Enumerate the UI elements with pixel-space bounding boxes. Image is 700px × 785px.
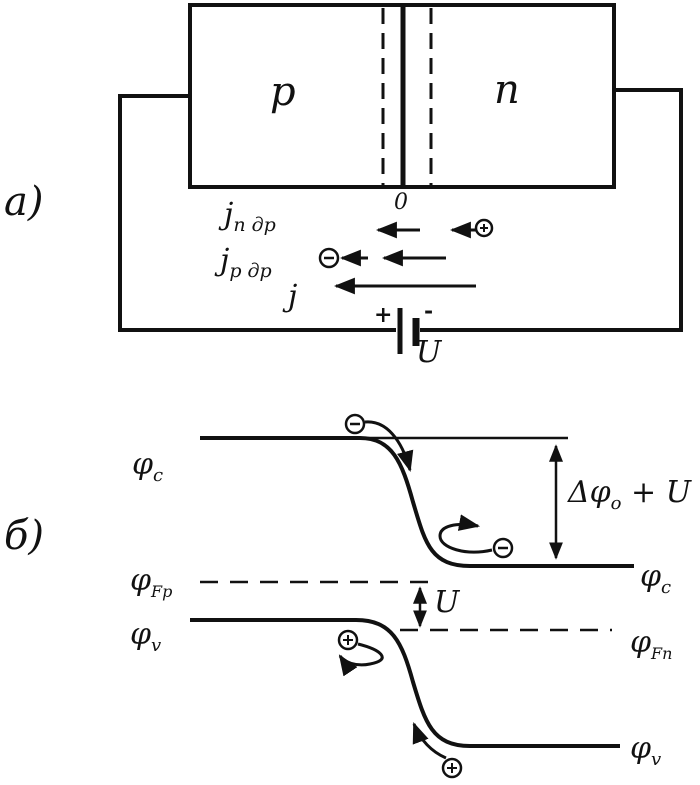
battery-plus-label: +: [374, 302, 393, 328]
fermi-split-voltage-label: U: [434, 585, 460, 620]
hole-drift-arrow: [412, 722, 447, 760]
applied-voltage-label: U: [416, 335, 442, 370]
conduction-band-edge: [200, 436, 634, 568]
hole-symbol-b-top: [337, 629, 359, 651]
n-region-label: n: [494, 67, 520, 113]
conduction-band-label-right: φc: [640, 559, 672, 598]
hole-drift-current-label: jp дp: [220, 243, 272, 282]
valence-band-label-right: φv: [630, 731, 662, 770]
fermi-level-n-label: φFn: [630, 625, 673, 663]
panel-a-label: a): [4, 179, 44, 225]
conduction-band-label-left: φc: [132, 447, 164, 486]
barrier-height-label: Δφo + U: [568, 475, 692, 514]
electron-symbol-b-top: [344, 413, 366, 435]
electron-symbol-b-bottom: [492, 537, 514, 559]
hole-symbol-a: [474, 218, 494, 238]
electron-reflect-arrow: [438, 514, 493, 554]
electron-symbol-a: [318, 247, 340, 269]
hole-symbol-b-bottom: [441, 757, 463, 779]
valence-band-edge: [190, 618, 620, 748]
electron-drift-current-label: jn дp: [224, 197, 276, 236]
valence-band-label-left: φv: [130, 617, 162, 656]
junction-origin-label: 0: [394, 190, 408, 215]
panel-b-label: б): [4, 513, 45, 559]
circuit-wire-left: [118, 94, 396, 332]
fermi-level-p-label: φFp: [130, 563, 173, 601]
hole-reflect-arrow: [338, 642, 384, 677]
battery-minus-label: -: [424, 298, 434, 324]
p-region-label: p: [270, 69, 296, 115]
electron-drift-arrow: [364, 420, 414, 473]
circuit-wire-right: [420, 88, 683, 332]
total-current-label: j: [288, 279, 298, 314]
